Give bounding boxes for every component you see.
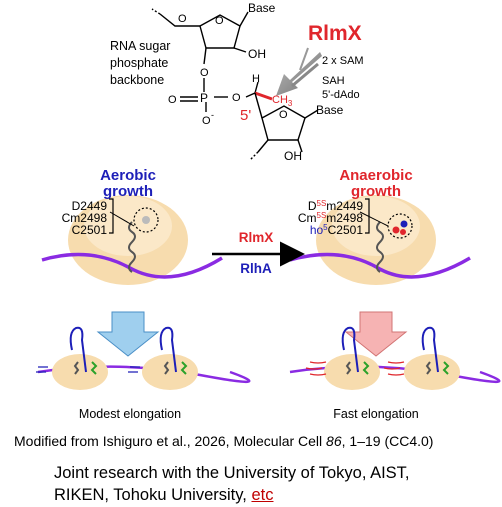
aerobic-ribosome (41, 195, 223, 285)
caption-volume: 86 (326, 433, 342, 449)
aerobic-mod-3: C2501 (72, 223, 108, 237)
anaerobic-bracket (365, 198, 370, 234)
transition-enzyme-1: RlmX (239, 230, 274, 245)
anaerobic-mod-3: ho5C2501 (310, 223, 364, 237)
p-atom: P (200, 91, 208, 105)
methyl-sub: 3 (288, 99, 293, 108)
credit-line-2: RIKEN, Tohoku University, etc (54, 484, 410, 506)
mod1-sup: 5S (317, 199, 327, 208)
anaerobic-mod-1: D5Sm2449 (308, 199, 363, 213)
chemical-structure (151, 8, 319, 161)
dado-label: 5'-dAdo (322, 89, 360, 101)
mod1-pre: D (308, 199, 317, 213)
figure-caption: Modified from Ishiguro et al., 2026, Mol… (14, 433, 433, 449)
anaerobic-caption: Fast elongation (333, 407, 419, 421)
mod1-post: m2449 (326, 199, 363, 213)
backbone-line-2: phosphate (110, 56, 168, 70)
base-top-label: Base (248, 1, 276, 15)
aerobic-mod-2: Cm2498 (62, 211, 108, 225)
base-bottom-label: Base (316, 103, 344, 117)
carbon-5prime: 5' (240, 107, 251, 124)
credit-block: Joint research with the University of To… (54, 462, 410, 506)
methyl-label: CH3 (272, 94, 293, 108)
mod3-pre: ho (310, 223, 324, 237)
credit-line-2-text: RIKEN, Tohoku University, (54, 486, 252, 504)
anaerobic-elongation (289, 326, 501, 390)
aerobic-caption: Modest elongation (79, 407, 181, 421)
anaerobic-down-arrow (344, 311, 408, 357)
mod2-pre: Cm (298, 211, 317, 225)
o-3prime-top: O (200, 67, 209, 79)
o-bridge: O (232, 92, 241, 104)
sam-label: 2 x SAM (322, 55, 364, 67)
mod2-sup: 5S (317, 211, 327, 220)
credit-line-1: Joint research with the University of To… (54, 464, 410, 482)
methyl-ch: CH (272, 94, 288, 106)
aerobic-bracket (109, 198, 114, 234)
o-minus: O (202, 115, 211, 127)
anaerobic-title-1: Anaerobic (339, 167, 412, 184)
aerobic-elongation (36, 326, 251, 390)
top-ribose-ring (199, 14, 241, 49)
mod3-sup: 5 (323, 223, 328, 232)
anaerobic-ribosome (289, 195, 471, 285)
mod3-post: C2501 (328, 223, 364, 237)
caption-tail: , 1–19 (CC4.0) (341, 433, 434, 449)
mod2-post: m2498 (326, 211, 363, 225)
neg-charge: - (211, 110, 214, 120)
h-atom: H (252, 73, 260, 85)
o-ring-top: O (215, 15, 224, 27)
backbone-line-1: RNA sugar (110, 39, 170, 53)
credit-etc-link[interactable]: etc (251, 486, 274, 504)
aerobic-down-arrow (96, 311, 160, 357)
bottom-ribose-ring (261, 105, 306, 141)
oh-bottom-label: OH (284, 149, 302, 163)
sah-label: SAH (322, 75, 345, 87)
aerobic-mod-1: D2449 (72, 199, 108, 213)
aerobic-title-1: Aerobic (100, 167, 156, 184)
sam-arrows (276, 47, 322, 96)
oh-top-label: OH (248, 47, 266, 61)
aerobic-title-2: growth (103, 183, 153, 200)
caption-main: Modified from Ishiguro et al., 2026, Mol… (14, 433, 323, 449)
o-ring-bottom: O (279, 109, 288, 121)
o-double: O (168, 94, 177, 106)
anaerobic-title-2: growth (351, 183, 401, 200)
rlmx-title: RlmX (308, 22, 362, 45)
transition-enzyme-2: RlhA (240, 261, 272, 276)
backbone-line-3: backbone (110, 73, 164, 87)
anaerobic-mod-2: Cm5Sm2498 (298, 211, 363, 225)
o-5prime-top: O (178, 13, 187, 25)
